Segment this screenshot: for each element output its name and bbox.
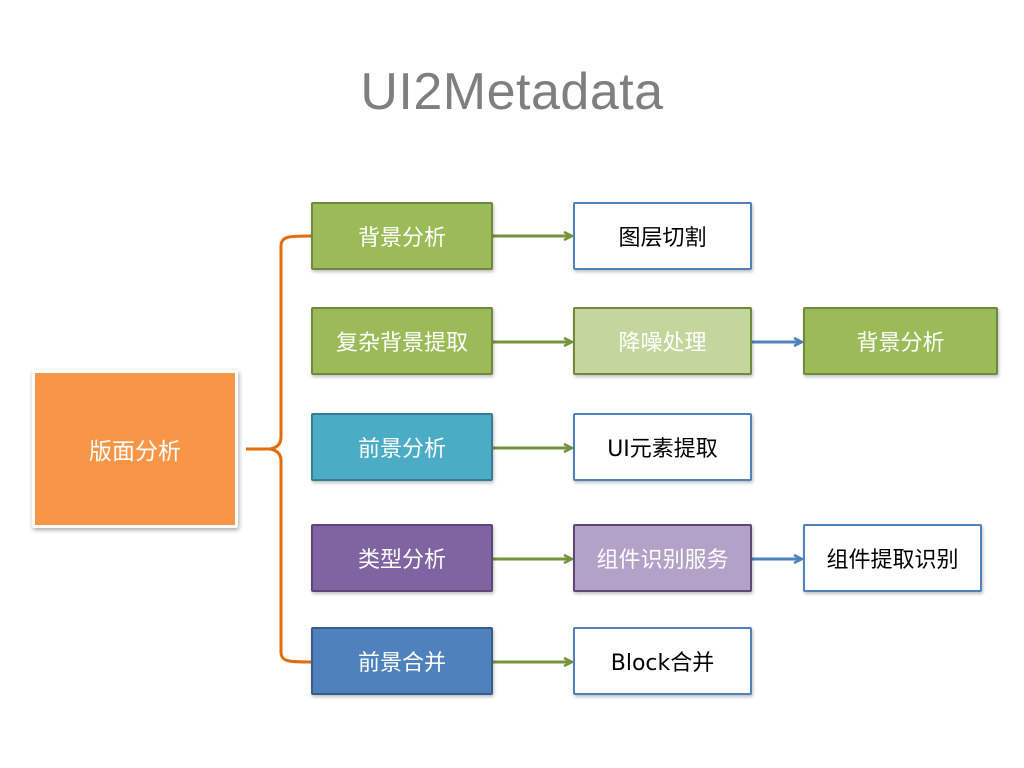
slide-title: UI2Metadata: [360, 63, 664, 121]
bracket-connector: [246, 234, 312, 664]
node-denoise: 降噪处理: [573, 307, 752, 375]
node-complex-background-extraction: 复杂背景提取: [311, 307, 493, 375]
node-foreground-merge: 前景合并: [311, 627, 493, 695]
node-foreground-analysis: 前景分析: [311, 413, 493, 481]
node-layer-cutting: 图层切割: [573, 202, 752, 270]
root-node-layout-analysis: 版面分析: [32, 370, 238, 528]
node-block-merge: Block合并: [573, 627, 752, 695]
node-component-extraction-recognition: 组件提取识别: [803, 524, 982, 592]
node-ui-element-extraction: UI元素提取: [573, 413, 752, 481]
node-type-analysis: 类型分析: [311, 524, 493, 592]
node-component-recognition-service: 组件识别服务: [573, 524, 752, 592]
node-background-analysis-2: 背景分析: [803, 307, 998, 375]
node-background-analysis: 背景分析: [311, 202, 493, 270]
